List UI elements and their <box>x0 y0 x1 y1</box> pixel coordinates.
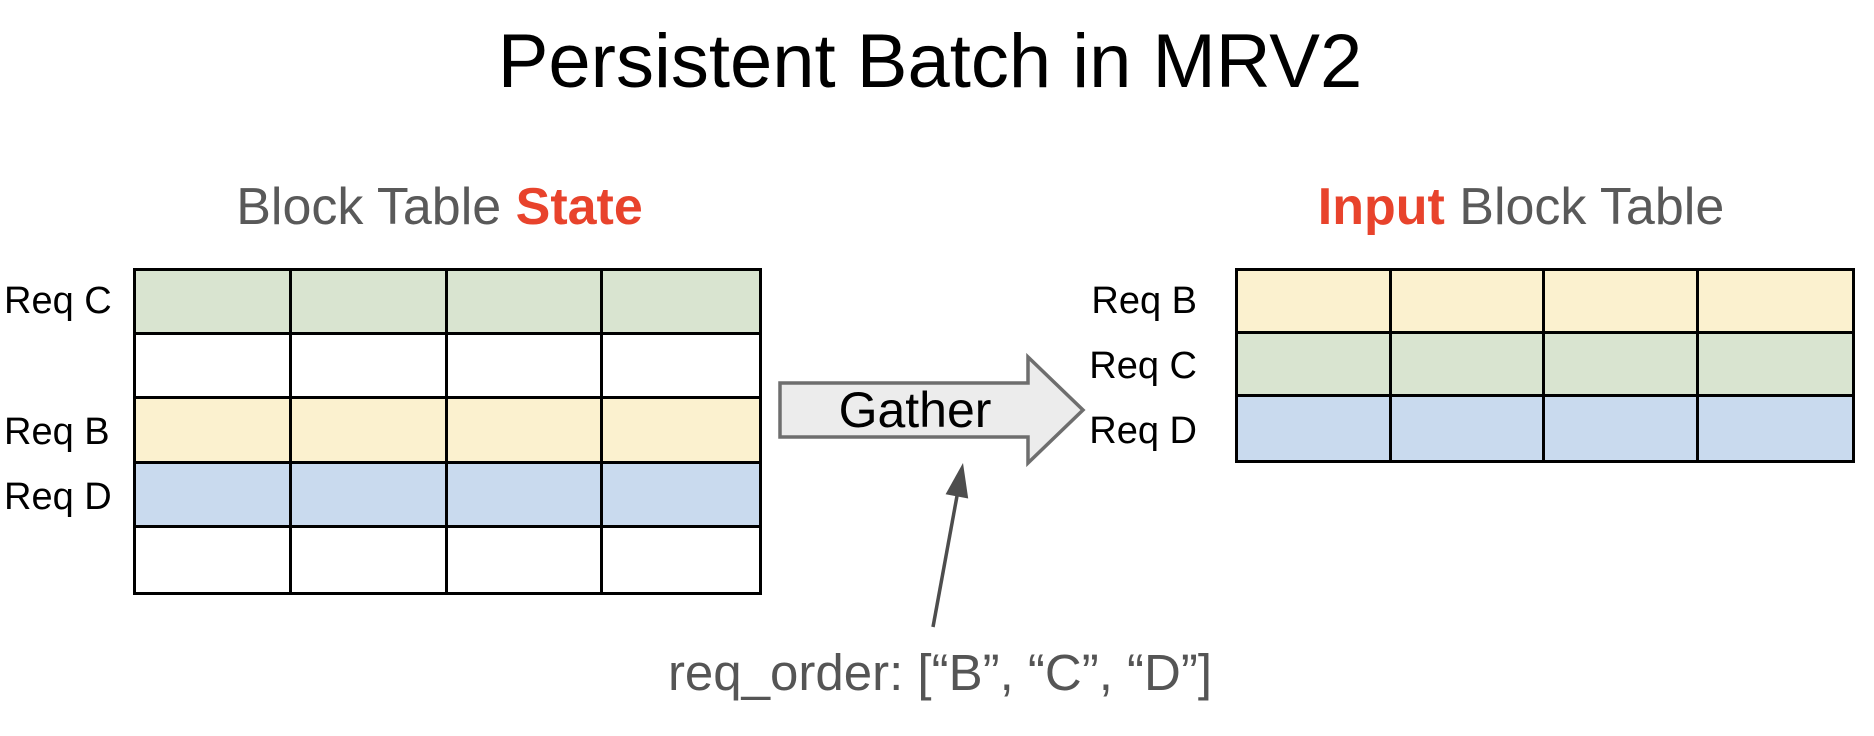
table-cell <box>447 271 604 336</box>
table-cell <box>291 335 448 400</box>
gather-arrow-shape <box>778 352 1086 468</box>
annotation-arrow <box>931 463 969 628</box>
left-heading-highlight: State <box>515 178 643 236</box>
table-cell <box>603 271 759 336</box>
table-cell <box>603 399 759 464</box>
table-cell <box>291 271 448 336</box>
table-cell <box>1545 334 1699 397</box>
table-cell <box>1391 334 1545 397</box>
table-cell <box>447 399 604 464</box>
row-label-req-b: Req B <box>4 411 110 453</box>
row-label-req-c: Req C <box>1089 345 1197 387</box>
req-order-annotation: req_order: [“B”, “C”, “D”] <box>667 644 1213 701</box>
table-cell <box>136 527 292 592</box>
left-table-heading: Block Table State <box>125 181 754 233</box>
state-block-table <box>133 268 762 595</box>
table-cell <box>447 463 604 528</box>
table-cell <box>603 335 759 400</box>
table-cell <box>1698 397 1852 460</box>
gather-arrow <box>778 352 1086 468</box>
table-cell <box>1238 397 1392 460</box>
table-cell <box>291 399 448 464</box>
table-cell <box>603 527 759 592</box>
row-label-req-c: Req C <box>4 280 112 322</box>
slide-title: Persistent Batch in MRV2 <box>497 19 1363 104</box>
table-cell <box>1391 397 1545 460</box>
table-cell <box>447 527 604 592</box>
table-cell <box>136 335 292 400</box>
table-cell <box>1698 271 1852 334</box>
table-cell <box>1391 271 1545 334</box>
table-cell <box>136 271 292 336</box>
table-cell <box>1545 397 1699 460</box>
row-label-req-b: Req B <box>1091 280 1197 322</box>
table-cell <box>291 527 448 592</box>
table-cell <box>1698 334 1852 397</box>
left-heading-text: Block Table <box>236 178 516 236</box>
annotation-arrowhead <box>945 463 969 499</box>
input-block-table <box>1235 268 1855 463</box>
row-label-req-d: Req D <box>4 476 112 518</box>
table-cell <box>291 463 448 528</box>
table-cell <box>136 463 292 528</box>
table-cell <box>136 399 292 464</box>
annotation-arrow-line <box>931 495 959 628</box>
right-heading-highlight: Input <box>1317 178 1445 236</box>
right-heading-text: Block Table <box>1444 178 1725 236</box>
gather-arrow-label: Gather <box>838 382 992 438</box>
table-cell <box>603 463 759 528</box>
table-cell <box>1238 271 1392 334</box>
table-cell <box>1238 334 1392 397</box>
row-label-req-d: Req D <box>1089 410 1197 452</box>
right-table-heading: Input Block Table <box>1211 181 1831 233</box>
table-cell <box>1545 271 1699 334</box>
table-cell <box>447 335 604 400</box>
